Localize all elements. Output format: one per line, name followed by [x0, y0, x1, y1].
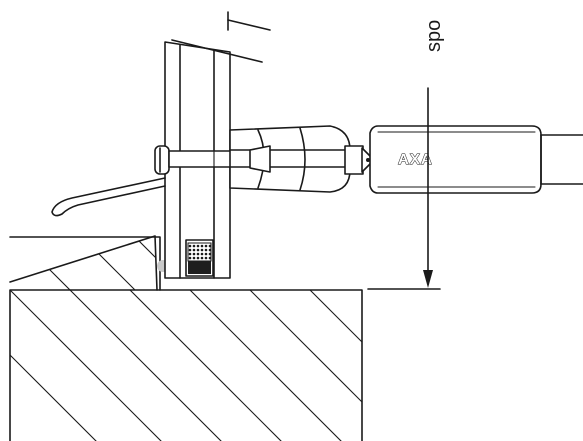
dimension-label: spo — [423, 20, 445, 52]
lever-handle — [51, 145, 170, 217]
axa-lock-cylinder: AXA — [369, 125, 542, 194]
axa-brand-label: AXA — [398, 151, 433, 168]
lock-cable — [540, 134, 583, 185]
bottom-gasket — [185, 239, 214, 277]
dimension-marker — [367, 87, 441, 290]
threshold-wedge — [9, 235, 161, 291]
lock-bracket — [229, 125, 351, 193]
sill-section — [9, 289, 363, 441]
connector — [344, 145, 375, 175]
